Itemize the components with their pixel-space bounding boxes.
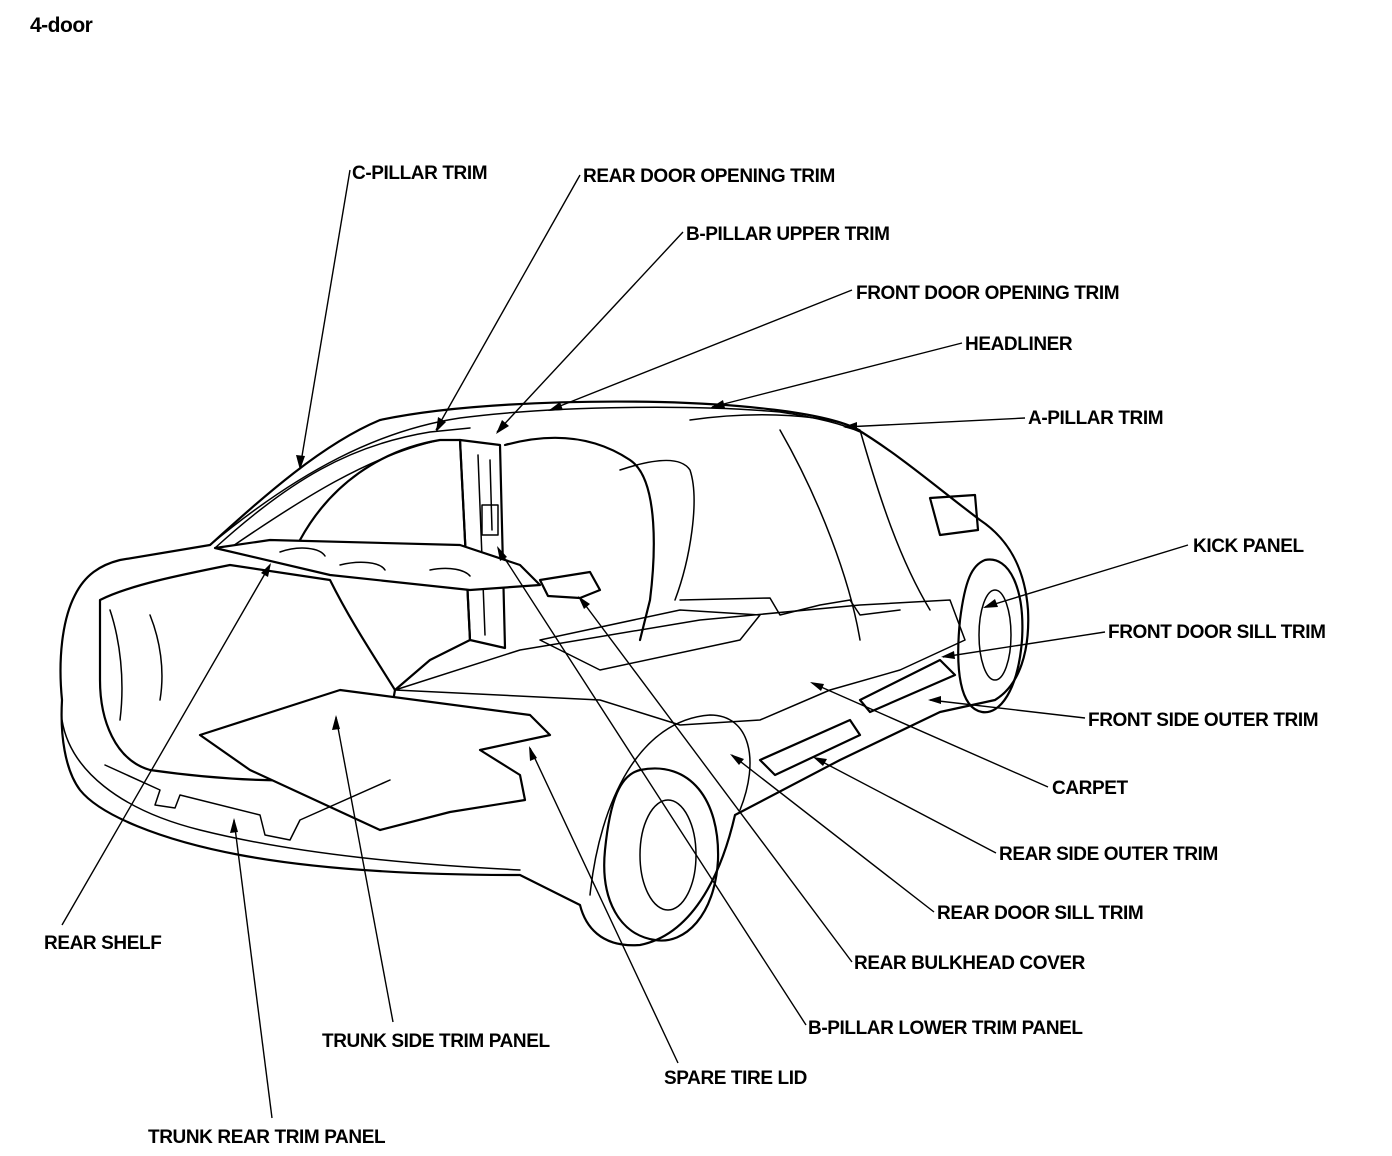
arrow-b-pillar-upper-trim [496,420,509,434]
arrowheads [230,400,998,833]
front-door-opening [503,436,655,642]
label-headliner: HEADLINER [965,334,1073,355]
label-a-pillar-trim: A-PILLAR TRIM [1028,408,1163,429]
trunk-rear-trim [104,764,391,841]
leader-rear-bulkhead-cover [579,597,853,963]
front-floor-rise [679,597,901,616]
front-wheel [957,558,1024,714]
arrow-rear-shelf [261,563,271,577]
leader-rear-shelf [61,564,271,926]
arrow-carpet [810,682,824,691]
arrow-kick-panel [983,599,998,608]
floor-tunnel [539,609,761,671]
car-body-drawing [59,400,1030,947]
label-carpet: CARPET [1052,778,1129,799]
leader-front-side-outer-trim [929,699,1086,719]
arrow-trunk-side-trim-panel [332,715,340,730]
a-pillar-line [779,429,861,641]
leader-rear-door-opening-trim [435,174,581,431]
leader-lines [61,169,1189,1119]
label-rear-door-opening-trim: REAR DOOR OPENING TRIM [583,166,835,187]
leader-kick-panel [984,544,1189,608]
leader-carpet [811,682,1049,788]
label-spare-tire-lid: SPARE TIRE LID [664,1068,807,1089]
seatbelt-slot [481,504,499,536]
label-kick-panel: KICK PANEL [1193,536,1304,557]
label-front-door-opening-trim: FRONT DOOR OPENING TRIM [856,283,1119,304]
arrow-rear-door-opening-trim [436,417,446,432]
leader-c-pillar-trim [299,169,351,469]
rear-wheel [603,767,720,942]
label-b-pillar-upper-trim: B-PILLAR UPPER TRIM [686,224,890,245]
car-outer-body [59,400,1030,947]
trunk-floor [198,688,552,832]
front-door-frame [619,459,695,601]
arrow-trunk-rear-trim-panel [230,818,238,833]
arrow-spare-tire-lid [529,746,537,761]
label-front-door-sill-trim: FRONT DOOR SILL TRIM [1108,622,1326,643]
label-b-pillar-lower-trim-panel: B-PILLAR LOWER TRIM PANEL [808,1018,1083,1039]
leader-front-door-sill-trim [942,631,1106,658]
label-rear-door-sill-trim: REAR DOOR SILL TRIM [937,903,1143,924]
rear-shelf-speakers [279,547,471,577]
arrow-front-door-opening-trim [548,402,563,411]
label-c-pillar-trim: C-PILLAR TRIM [352,163,487,184]
b-pillar [458,438,507,650]
arrow-b-pillar-lower-trim-panel [497,546,507,561]
callout-labels: C-PILLAR TRIM REAR DOOR OPENING TRIM B-P… [44,163,1326,1148]
rear-door-opening [298,438,472,692]
rear-window-edge [214,427,471,549]
rear-wheel-arch [589,714,751,896]
arrow-a-pillar-trim [843,422,857,431]
arrow-c-pillar-trim [296,455,305,470]
cabin-floor-carpet [394,599,966,726]
rear-bulkhead-cover-shape [538,570,602,600]
leader-rear-side-outer-trim [814,757,997,854]
leader-trunk-rear-trim-panel [233,819,273,1119]
rear-door-sill-shape [758,718,862,777]
trunk-inner-left [109,609,163,721]
b-pillar-inner [477,454,493,636]
label-rear-shelf: REAR SHELF [44,933,161,954]
front-wheel-hub [978,589,1012,681]
label-trunk-side-trim-panel: TRUNK SIDE TRIM PANEL [322,1031,550,1052]
leader-rear-door-sill-trim [731,754,935,913]
label-rear-side-outer-trim: REAR SIDE OUTER TRIM [999,844,1218,865]
arrow-rear-door-sill-trim [730,754,744,765]
arrow-headliner [710,400,725,408]
label-trunk-rear-trim-panel: TRUNK REAR TRIM PANEL [148,1127,386,1148]
page-title: 4-door [30,14,93,37]
arrow-front-side-outer-trim [928,696,941,704]
leader-front-door-opening-trim [549,289,853,411]
arrow-front-door-sill-trim [941,651,955,659]
leader-trunk-side-trim-panel [335,716,394,1023]
rear-bumper [61,719,521,871]
leader-b-pillar-upper-trim [496,231,684,433]
arrow-rear-side-outer-trim [813,757,827,766]
label-rear-bulkhead-cover: REAR BULKHEAD COVER [854,953,1086,974]
arrow-rear-bulkhead-cover [578,596,590,609]
rear-wheel-hub [639,799,697,911]
front-door-sill-shape [858,658,957,714]
leader-headliner [711,342,963,408]
leader-a-pillar-trim [844,417,1026,428]
windshield-frame [689,414,931,611]
side-mirror [928,493,980,537]
leader-spare-tire-lid [529,747,679,1064]
label-front-side-outer-trim: FRONT SIDE OUTER TRIM [1088,710,1318,731]
leader-b-pillar-lower-trim-panel [497,547,807,1026]
